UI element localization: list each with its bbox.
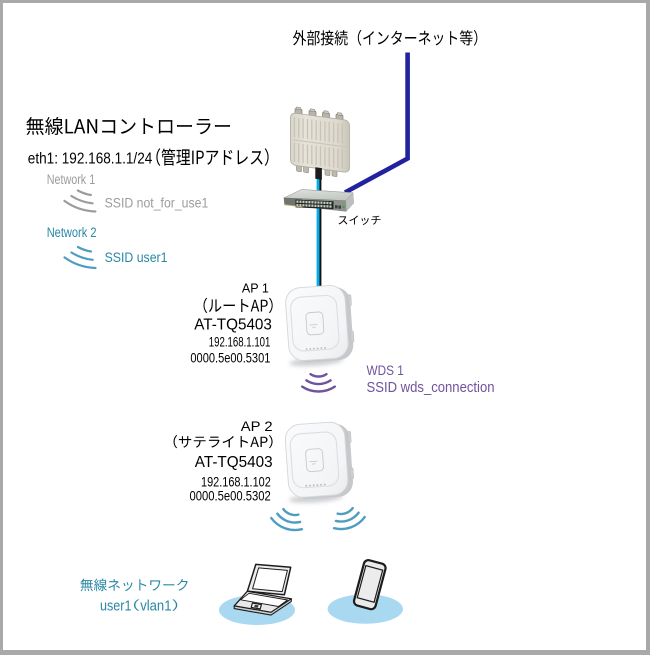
svg-text:AT-TQ5403: AT-TQ5403 bbox=[195, 454, 273, 471]
svg-text:192.168.1.101: 192.168.1.101 bbox=[209, 334, 271, 349]
svg-text:SSID user1: SSID user1 bbox=[105, 249, 168, 265]
svg-text:AT-TQ5403: AT-TQ5403 bbox=[194, 316, 272, 333]
svg-text:0000.5e00.5301: 0000.5e00.5301 bbox=[190, 351, 270, 366]
svg-text:vlan1: vlan1 bbox=[140, 597, 171, 614]
svg-text:user1: user1 bbox=[100, 597, 132, 614]
svg-text:AP 1: AP 1 bbox=[242, 281, 269, 296]
svg-text:0000.5e00.5302: 0000.5e00.5302 bbox=[190, 488, 271, 504]
svg-text:AP 2: AP 2 bbox=[241, 419, 273, 434]
svg-text:SSID not_for_use1: SSID not_for_use1 bbox=[105, 194, 209, 210]
svg-text:Network 1: Network 1 bbox=[47, 172, 95, 187]
svg-text:eth1: 192.168.1.1/24: eth1: 192.168.1.1/24 bbox=[28, 151, 153, 168]
svg-text:Network 2: Network 2 bbox=[47, 225, 97, 240]
svg-text:192.168.1.102: 192.168.1.102 bbox=[201, 474, 271, 490]
svg-text:WDS 1: WDS 1 bbox=[367, 363, 404, 378]
svg-text:SSID wds_connection: SSID wds_connection bbox=[367, 380, 495, 396]
